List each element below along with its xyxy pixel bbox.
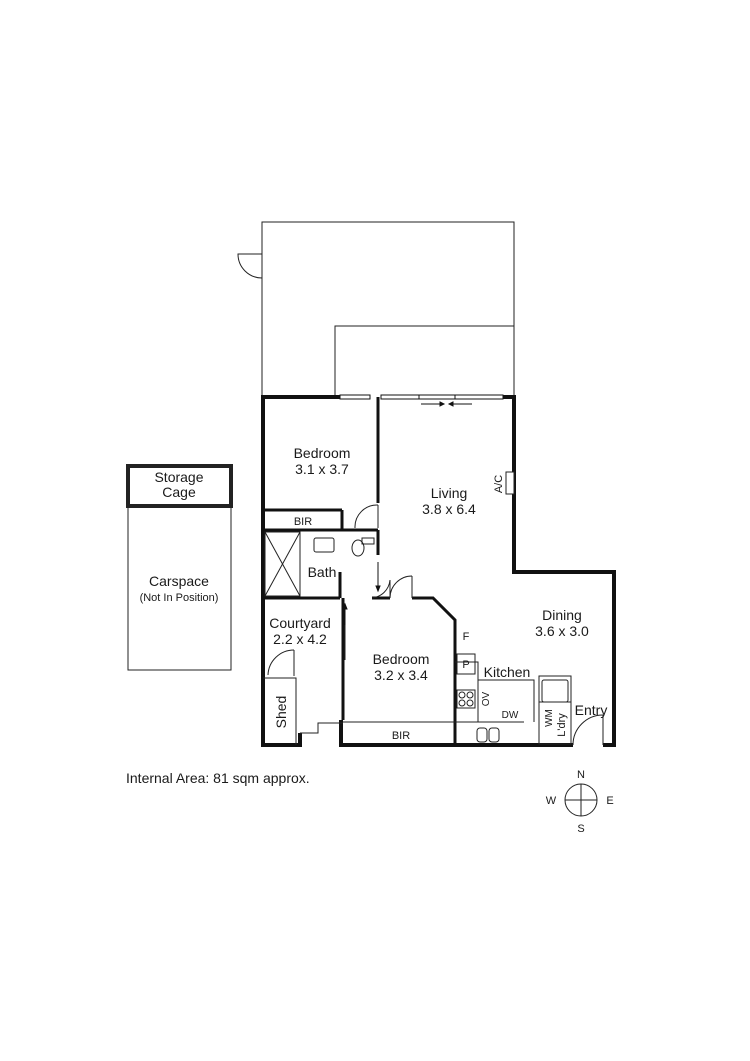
stovetop-burners-icon (458, 691, 474, 707)
door-arrows (342, 562, 381, 625)
dining-dims: 3.6 x 3.0 (535, 623, 589, 639)
oven-label: OV (481, 691, 492, 706)
bir2-label: BIR (392, 730, 410, 742)
bath-name: Bath (308, 564, 337, 580)
living-name: Living (431, 485, 468, 501)
compass-icon (564, 783, 598, 817)
compass-north: N (577, 769, 585, 781)
courtyard-dims: 2.2 x 4.2 (273, 631, 327, 647)
pantry-label: P (462, 659, 469, 671)
carspace-name: Carspace (149, 573, 209, 589)
living-dims: 3.8 x 6.4 (422, 501, 476, 517)
bedroom1-dims: 3.1 x 3.7 (295, 461, 349, 477)
carspace-note: (Not In Position) (140, 592, 219, 604)
bedroom1-name: Bedroom (294, 445, 351, 461)
laundry-label: L'dry (556, 713, 568, 737)
compass-west: W (546, 795, 557, 807)
thin-lines (263, 531, 572, 745)
dining-name: Dining (542, 607, 582, 623)
fridge-label: F (463, 631, 470, 643)
ac-unit (505, 471, 515, 495)
bir1-label: BIR (294, 516, 312, 528)
sink-icon (313, 537, 500, 743)
interior-walls (263, 397, 457, 745)
courtyard-name: Courtyard (269, 615, 330, 631)
carspace-area (126, 464, 233, 671)
balcony-outline (237, 221, 515, 396)
bedroom2-dims: 3.2 x 3.4 (374, 667, 428, 683)
internal-area: Internal Area: 81 sqm approx. (126, 770, 310, 786)
top-windows (339, 394, 504, 400)
bedroom2-name: Bedroom (373, 651, 430, 667)
kitchen-name: Kitchen (484, 664, 531, 680)
compass-south: S (577, 823, 584, 835)
washing-machine-label: WM (544, 709, 555, 727)
sliding-arrows (421, 401, 472, 407)
compass-east: E (606, 795, 613, 807)
storage-line2: Cage (162, 484, 196, 500)
ac-label: A/C (493, 475, 505, 493)
dishwasher-label: DW (502, 710, 519, 721)
shed-name: Shed (273, 696, 289, 729)
entry-name: Entry (575, 702, 608, 718)
storage-line1: Storage (154, 469, 203, 485)
